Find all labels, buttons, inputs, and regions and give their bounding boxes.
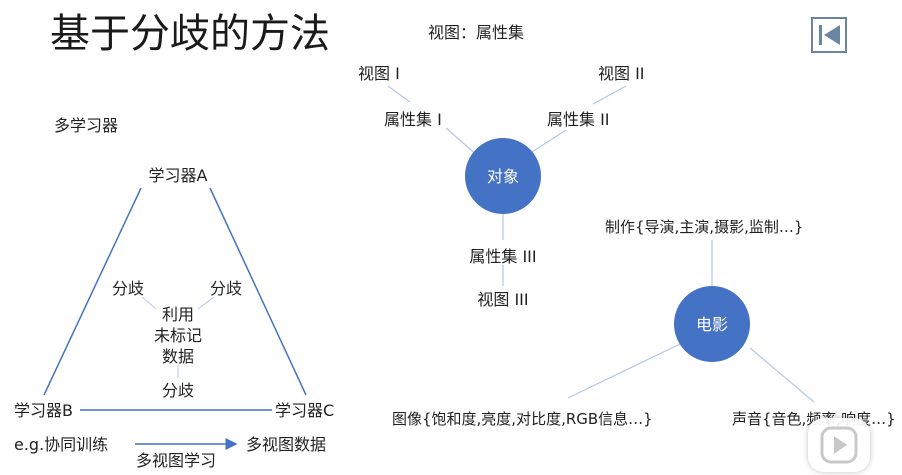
movie-node-label: 电影 xyxy=(696,315,728,334)
edge-a-c xyxy=(209,187,307,396)
center-line-3: 数据 xyxy=(162,347,194,366)
center-line-2: 未标记 xyxy=(154,326,202,345)
center-line-1: 利用 xyxy=(162,305,194,324)
edge-view1-attr1 xyxy=(387,85,411,103)
arrow-target: 多视图数据 xyxy=(246,435,326,454)
production-attrs: 制作{导演,主演,摄影,监制…} xyxy=(605,218,803,236)
play-button[interactable] xyxy=(808,418,870,472)
image-attrs: 图像{饱和度,亮度,对比度,RGB信息…} xyxy=(392,410,653,428)
divergence-bottom: 分歧 xyxy=(162,381,194,400)
attr-set-2: 属性集 II xyxy=(547,110,610,129)
play-icon xyxy=(820,426,858,464)
skip-back-icon xyxy=(819,25,840,45)
multi-learner-label: 多学习器 xyxy=(54,116,118,135)
divergence-right: 分歧 xyxy=(210,279,242,298)
edge-attr1-object xyxy=(445,127,479,157)
attr-set-1: 属性集 I xyxy=(384,110,442,129)
connector-left xyxy=(141,296,157,310)
page-title: 基于分歧的方法 xyxy=(50,11,330,57)
view-3: 视图 III xyxy=(477,290,528,309)
edge-a-b xyxy=(43,187,142,396)
view-1: 视图 I xyxy=(358,64,400,83)
view-2: 视图 II xyxy=(598,64,645,83)
learner-c: 学习器C xyxy=(275,401,334,420)
connector-right xyxy=(197,296,215,310)
object-node-label: 对象 xyxy=(487,167,519,186)
attr-set-3: 属性集 III xyxy=(469,247,536,266)
edge-movie-image xyxy=(567,343,681,399)
movie-node xyxy=(674,286,750,362)
divergence-left: 分歧 xyxy=(112,279,144,298)
object-node xyxy=(465,138,541,214)
learner-a: 学习器A xyxy=(149,166,208,185)
edge-attr2-object xyxy=(531,129,567,153)
view-attr-header: 视图：属性集 xyxy=(428,23,524,42)
skip-back-button[interactable] xyxy=(811,17,847,53)
edge-view2-attr2 xyxy=(592,85,627,105)
edge-movie-sound xyxy=(749,347,815,403)
learner-b: 学习器B xyxy=(14,401,73,420)
arrow-caption: 多视图学习 xyxy=(136,451,216,470)
example-text: e.g.协同训练 xyxy=(14,435,108,454)
